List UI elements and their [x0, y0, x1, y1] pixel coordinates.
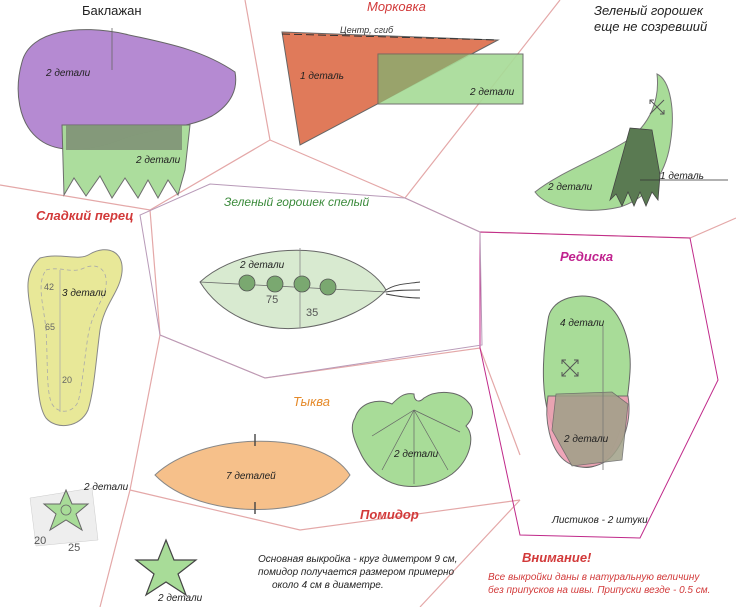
eggplant-cap-label: 2 детали: [135, 155, 181, 166]
attention-line-1: Все выкройки даны в натуральную величину: [488, 572, 700, 583]
move-arrows-icon: [649, 99, 665, 115]
divider-bottom-right: [419, 499, 521, 607]
carrot-fold-line: [281, 33, 499, 41]
pea-2: [266, 275, 284, 293]
peas-ripe-tendril: [385, 281, 421, 299]
peas-dim-length: 75: [266, 294, 278, 306]
radish-leaves-label: Листиков - 2 штуки: [551, 515, 648, 526]
divider-left-mid: [99, 209, 161, 607]
tomato-star-label: 2 детали: [157, 593, 203, 604]
radish-body-label: 4 детали: [560, 318, 605, 329]
pepper-body: [27, 249, 123, 426]
radish-pattern: 4 детали 2 детали Листиков - 2 штуки: [542, 295, 648, 526]
peas-dim-height: 35: [306, 307, 318, 319]
peas-ripe-frame: [139, 183, 483, 379]
pumpkin-slice: [154, 440, 351, 510]
eggplant-overlap: [66, 125, 182, 150]
pumpkin-leaf-label: 2 детали: [393, 449, 439, 460]
pea-4: [319, 278, 337, 296]
tomato-star: [134, 538, 198, 597]
peas-ripe-pod-label: 2 детали: [239, 260, 285, 271]
peas-ripe-pod: [199, 249, 387, 330]
title-tomato: Помидор: [360, 507, 419, 522]
pepper-star-center: [60, 504, 72, 516]
carrot-overlap: [378, 54, 470, 104]
peas-unripe-cap-label: 1 деталь: [660, 171, 704, 182]
peas-unripe-pattern: 2 детали 1 деталь: [534, 73, 728, 211]
radish-top: [551, 391, 629, 467]
carrot-fold-label: Центр, сгиб: [340, 25, 394, 35]
tomato-note-1: Основная выкройка - круг диметром 9 см,: [258, 554, 457, 565]
title-peas-unripe-1: Зеленый горошек: [594, 3, 704, 18]
title-sweet-pepper: Сладкий перец: [36, 208, 134, 223]
eggplant-body-label: 2 детали: [45, 68, 91, 79]
pepper-dim-bottom: 20: [62, 375, 72, 385]
pepper-dim-mid: 65: [45, 322, 55, 332]
eggplant-body: [17, 29, 237, 150]
pumpkin-leaf: [351, 392, 473, 487]
title-eggplant: Баклажан: [82, 3, 142, 18]
divider-right: [479, 217, 736, 239]
radish-frame: [479, 231, 719, 539]
sweet-pepper-pattern: 42 65 20 3 детали 20 25 2 детали: [27, 249, 129, 554]
tomato-note-2: помидор получается размером примерно: [258, 567, 455, 578]
peas-unripe-pod-label: 2 детали: [547, 182, 593, 193]
tomato-pattern: 2 детали Основная выкройка - круг диметр…: [134, 538, 457, 604]
carrot-body-label: 1 деталь: [300, 71, 344, 82]
peas-ripe-seam: [199, 281, 387, 293]
attention-note: Все выкройки даны в натуральную величину…: [488, 572, 710, 596]
title-attention: Внимание!: [522, 550, 592, 565]
star-dim-b: 25: [68, 542, 80, 554]
pea-1: [238, 274, 256, 292]
carrot-pattern: Центр, сгиб 1 деталь 2 детали: [281, 25, 524, 146]
star-dim-a: 20: [34, 535, 46, 547]
peas-unripe-cap: [609, 127, 661, 208]
radish-move-arrows-icon: [561, 359, 579, 377]
title-radish: Редиска: [560, 249, 613, 264]
divider-top-left: [0, 0, 271, 211]
carrot-top-label: 2 детали: [469, 87, 515, 98]
tomato-note-3: около 4 см в диаметре.: [272, 580, 384, 591]
radish-top-label: 2 детали: [563, 434, 609, 445]
pepper-body-label: 3 детали: [62, 288, 107, 299]
pumpkin-leaf-veins: [371, 409, 461, 484]
pepper-star: [42, 488, 90, 532]
pumpkin-pattern: 7 деталей 2 детали: [154, 392, 473, 514]
eggplant-pattern: 2 детали 2 детали: [17, 28, 237, 200]
title-pumpkin: Тыква: [293, 394, 330, 409]
divider-bottom: [129, 489, 521, 531]
title-peas-ripe: Зеленый горошек спелый: [224, 195, 369, 209]
pepper-star-label: 2 детали: [83, 482, 129, 493]
pepper-dashed-inner: [40, 265, 107, 412]
peas-ripe-pattern: 2 детали 75 35: [199, 248, 421, 330]
pumpkin-slice-label: 7 деталей: [226, 471, 276, 482]
title-peas-unripe-2: еще не созревший: [594, 19, 707, 34]
pea-3: [293, 275, 311, 293]
pepper-dim-top: 42: [44, 282, 54, 292]
title-carrot: Морковка: [367, 0, 426, 14]
attention-line-2: без припусков на швы. Припуски везде - 0…: [488, 584, 710, 596]
